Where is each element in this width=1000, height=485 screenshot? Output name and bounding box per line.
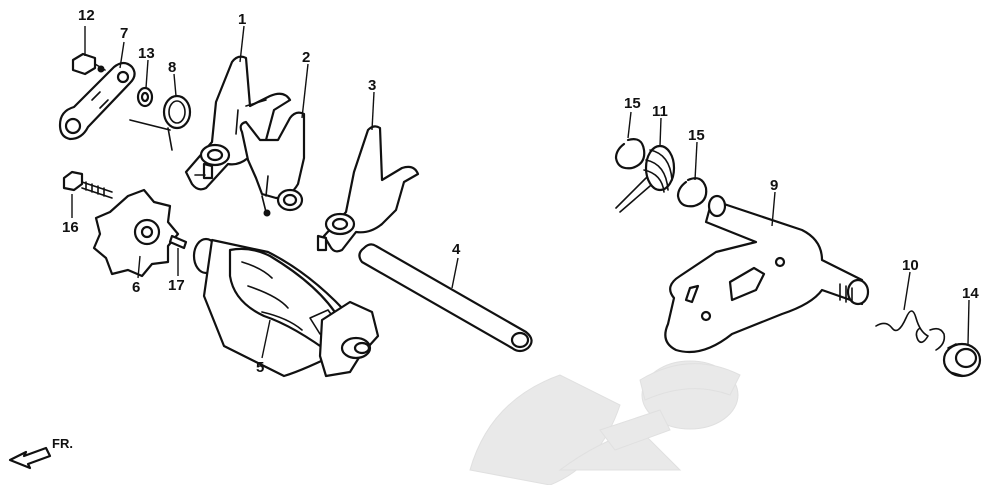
part-12-bolt (71, 52, 106, 76)
callout-8: 8 (168, 59, 176, 76)
part-8-spring (129, 94, 192, 151)
part-6-drum-star (92, 188, 180, 278)
part-3-shift-fork (316, 125, 420, 253)
part-15-circlip-upper (614, 138, 646, 170)
part-16-bolt (62, 170, 113, 199)
front-direction-arrow: FR. (8, 436, 73, 470)
callout-17: 17 (168, 277, 185, 294)
callout-7: 7 (120, 25, 128, 42)
callout-labels: 12 7 13 8 1 2 3 4 5 6 16 17 15 11 15 9 1… (62, 7, 979, 376)
part-5-shift-drum (192, 237, 380, 378)
callout-9: 9 (770, 177, 778, 194)
watermark-rider (469, 360, 741, 485)
callout-3: 3 (368, 77, 376, 94)
callout-10: 10 (902, 257, 919, 274)
part-15-circlip-lower (676, 177, 708, 208)
callout-15-lower: 15 (688, 127, 705, 144)
callout-15-upper: 15 (624, 95, 641, 112)
callout-5: 5 (256, 359, 264, 376)
callout-2: 2 (302, 49, 310, 66)
callout-4: 4 (452, 241, 461, 258)
part-4-fork-shaft (358, 243, 533, 353)
callout-14: 14 (962, 285, 979, 302)
callout-6: 6 (132, 279, 140, 296)
callout-13: 13 (138, 45, 155, 62)
callout-12: 12 (78, 7, 95, 24)
part-1-shift-fork (184, 55, 292, 191)
part-10-spring (875, 310, 946, 351)
part-17-pin (168, 234, 188, 250)
part-13-washer (136, 86, 154, 108)
leader-lines (71, 25, 970, 359)
part-9-shift-spindle (664, 194, 870, 354)
direction-label: FR. (52, 436, 73, 451)
callout-11: 11 (652, 103, 668, 120)
part-2-shift-fork (239, 111, 306, 217)
callout-1: 1 (238, 11, 246, 28)
part-14-oil-seal (942, 342, 982, 378)
part-7-stopper-arm (58, 61, 136, 141)
callout-16: 16 (62, 219, 79, 236)
